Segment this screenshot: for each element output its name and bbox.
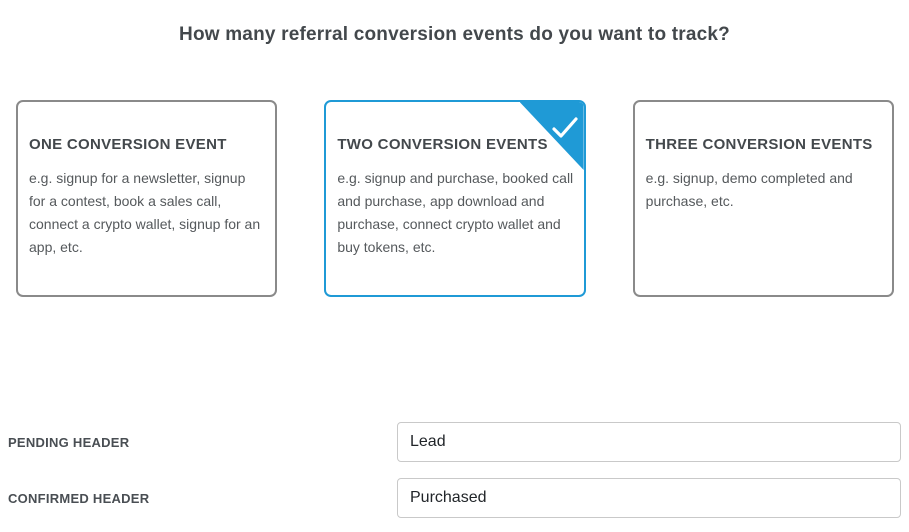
confirmed-header-label: CONFIRMED HEADER: [8, 490, 150, 506]
option-title: ONE CONVERSION EVENT: [29, 136, 227, 153]
option-card-two-conversion-events[interactable]: TWO CONVERSION EVENTS e.g. signup and pu…: [324, 100, 586, 297]
pending-header-input[interactable]: [397, 422, 901, 462]
option-card-one-conversion-event[interactable]: ONE CONVERSION EVENT e.g. signup for a n…: [16, 100, 278, 297]
option-title: THREE CONVERSION EVENTS: [645, 136, 873, 153]
check-icon: [552, 117, 578, 138]
pending-header-row: PENDING HEADER: [8, 422, 901, 462]
header-form: PENDING HEADER CONFIRMED HEADER: [0, 422, 909, 518]
option-title: TWO CONVERSION EVENTS: [337, 136, 548, 153]
confirmed-header-input[interactable]: [397, 478, 901, 518]
conversion-options-row: ONE CONVERSION EVENT e.g. signup for a n…: [0, 100, 909, 297]
page-title: How many referral conversion events do y…: [179, 24, 730, 45]
confirmed-header-row: CONFIRMED HEADER: [8, 478, 901, 518]
option-card-three-conversion-events[interactable]: THREE CONVERSION EVENTS e.g. signup, dem…: [632, 100, 894, 297]
option-description: e.g. signup for a newsletter, signup for…: [29, 170, 261, 255]
option-description: e.g. signup and purchase, booked call an…: [337, 170, 574, 255]
pending-header-label: PENDING HEADER: [8, 434, 130, 450]
option-description: e.g. signup, demo completed and purchase…: [645, 170, 853, 209]
